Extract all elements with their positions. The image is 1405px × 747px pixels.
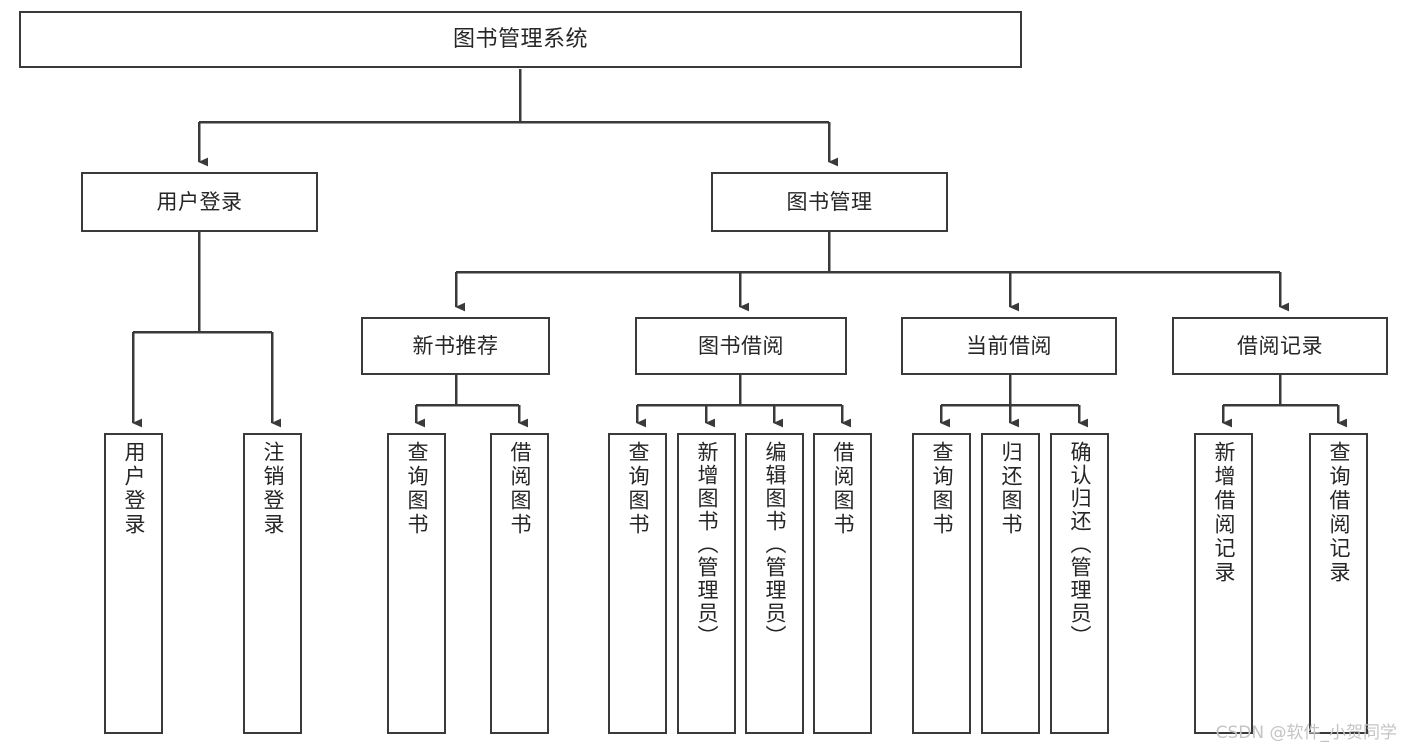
node-leaf-user-login-label: 用户登录 (122, 441, 146, 537)
node-book-manage[interactable]: 图书管理 (711, 172, 948, 232)
node-leaf-add-book[interactable]: 新增图书（管理员） (677, 433, 736, 734)
node-leaf-edit-book[interactable]: 编辑图书（管理员） (745, 433, 804, 734)
node-user-login-label: 用户登录 (156, 189, 243, 214)
node-leaf-query-book-2-label: 查询图书 (626, 441, 650, 537)
node-leaf-return-book-label: 归还图书 (999, 441, 1023, 537)
node-leaf-user-logout-label: 注销登录 (261, 441, 285, 537)
node-leaf-confirm-return[interactable]: 确认归还（管理员） (1050, 433, 1109, 734)
node-new-book-recommend-label: 新书推荐 (412, 333, 499, 358)
node-leaf-borrow-book-1-label: 借阅图书 (508, 441, 532, 537)
node-book-borrow-label: 图书借阅 (698, 333, 784, 358)
node-leaf-add-book-label: 新增图书（管理员） (695, 441, 719, 648)
node-borrow-record-label: 借阅记录 (1237, 333, 1323, 358)
node-leaf-query-book-1-label: 查询图书 (405, 441, 429, 537)
node-borrow-record[interactable]: 借阅记录 (1172, 317, 1388, 375)
node-current-borrow-label: 当前借阅 (966, 333, 1052, 358)
node-leaf-query-book-3[interactable]: 查询图书 (912, 433, 971, 734)
node-user-login[interactable]: 用户登录 (81, 172, 318, 232)
node-root-label: 图书管理系统 (452, 26, 588, 52)
node-new-book-recommend[interactable]: 新书推荐 (361, 317, 550, 375)
node-leaf-query-book-2[interactable]: 查询图书 (608, 433, 667, 734)
node-leaf-borrow-book-1[interactable]: 借阅图书 (490, 433, 549, 734)
node-leaf-query-book-3-label: 查询图书 (930, 441, 954, 537)
node-leaf-query-record-label: 查询借阅记录 (1327, 441, 1351, 585)
node-leaf-confirm-return-label: 确认归还（管理员） (1068, 441, 1092, 648)
node-book-borrow[interactable]: 图书借阅 (635, 317, 847, 375)
node-leaf-edit-book-label: 编辑图书（管理员） (763, 441, 787, 648)
node-leaf-query-record[interactable]: 查询借阅记录 (1309, 433, 1368, 734)
node-leaf-borrow-book-2[interactable]: 借阅图书 (813, 433, 872, 734)
node-leaf-user-login[interactable]: 用户登录 (104, 433, 163, 734)
node-leaf-return-book[interactable]: 归还图书 (981, 433, 1040, 734)
node-leaf-add-record-label: 新增借阅记录 (1212, 441, 1236, 585)
node-leaf-borrow-book-2-label: 借阅图书 (831, 441, 855, 537)
node-current-borrow[interactable]: 当前借阅 (901, 317, 1117, 375)
node-leaf-add-record[interactable]: 新增借阅记录 (1194, 433, 1253, 734)
csdn-watermark: CSDN @软件_小贺同学 (1215, 723, 1397, 743)
node-book-manage-label: 图书管理 (786, 189, 873, 214)
node-leaf-user-logout[interactable]: 注销登录 (243, 433, 302, 734)
node-root[interactable]: 图书管理系统 (19, 11, 1022, 68)
node-leaf-query-book-1[interactable]: 查询图书 (387, 433, 446, 734)
